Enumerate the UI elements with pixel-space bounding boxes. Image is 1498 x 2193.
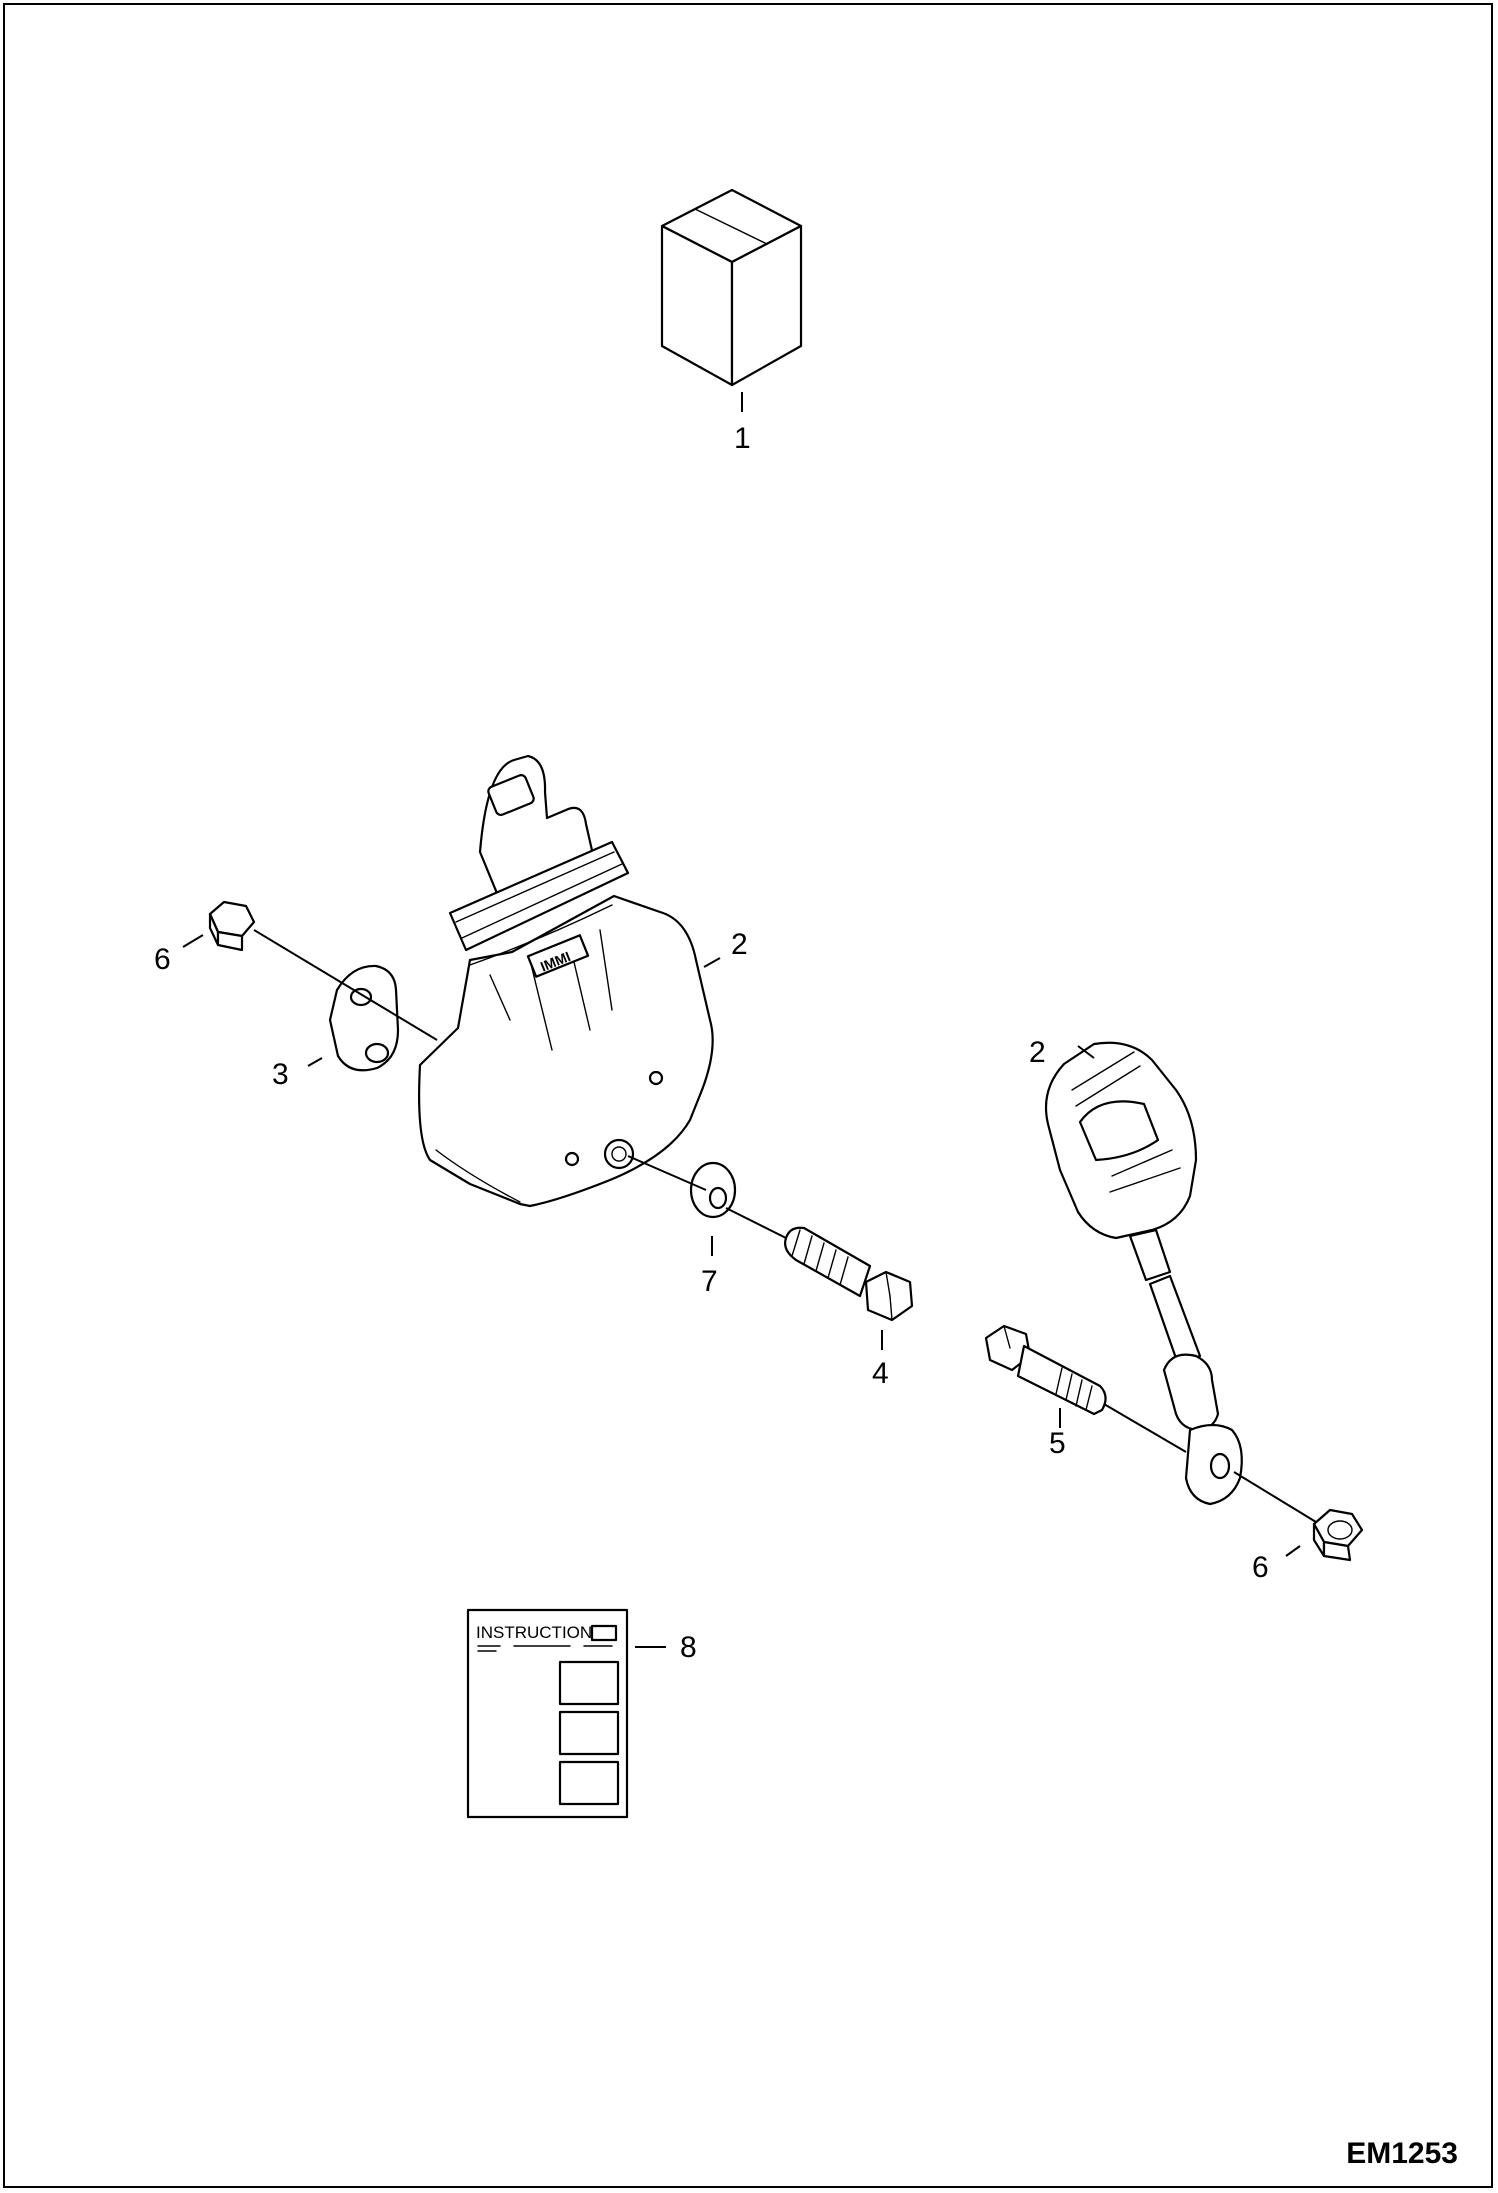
part-6-nut-left <box>182 900 438 1041</box>
callout-1: 1 <box>734 422 751 455</box>
part-2-retractor: IMMI <box>418 754 721 1208</box>
callout-8: 8 <box>680 1631 697 1664</box>
part-3-plate <box>307 964 400 1072</box>
callout-7: 7 <box>701 1265 718 1298</box>
part-7-washer <box>627 1155 787 1256</box>
part-4-bolt <box>784 1226 914 1350</box>
part-2-buckle <box>1044 1041 1243 1506</box>
callout-2-buckle: 2 <box>1029 1036 1046 1069</box>
callout-2-retractor: 2 <box>731 928 748 961</box>
drawing-frame <box>3 3 1493 2188</box>
part-1-kit-box <box>660 188 803 412</box>
callout-4: 4 <box>872 1357 889 1390</box>
figure-id: EM1253 <box>1346 2137 1458 2170</box>
part-5-bolt <box>984 1324 1187 1453</box>
instructions-heading: INSTRUCTIONS <box>476 1623 604 1642</box>
callout-5: 5 <box>1049 1427 1066 1460</box>
callout-6-left: 6 <box>154 943 171 976</box>
callout-6-right: 6 <box>1252 1551 1269 1584</box>
callout-3: 3 <box>272 1058 289 1091</box>
part-8-instructions: INSTRUCTIONS <box>466 1608 666 1819</box>
part-6-nut-right <box>1233 1471 1364 1562</box>
